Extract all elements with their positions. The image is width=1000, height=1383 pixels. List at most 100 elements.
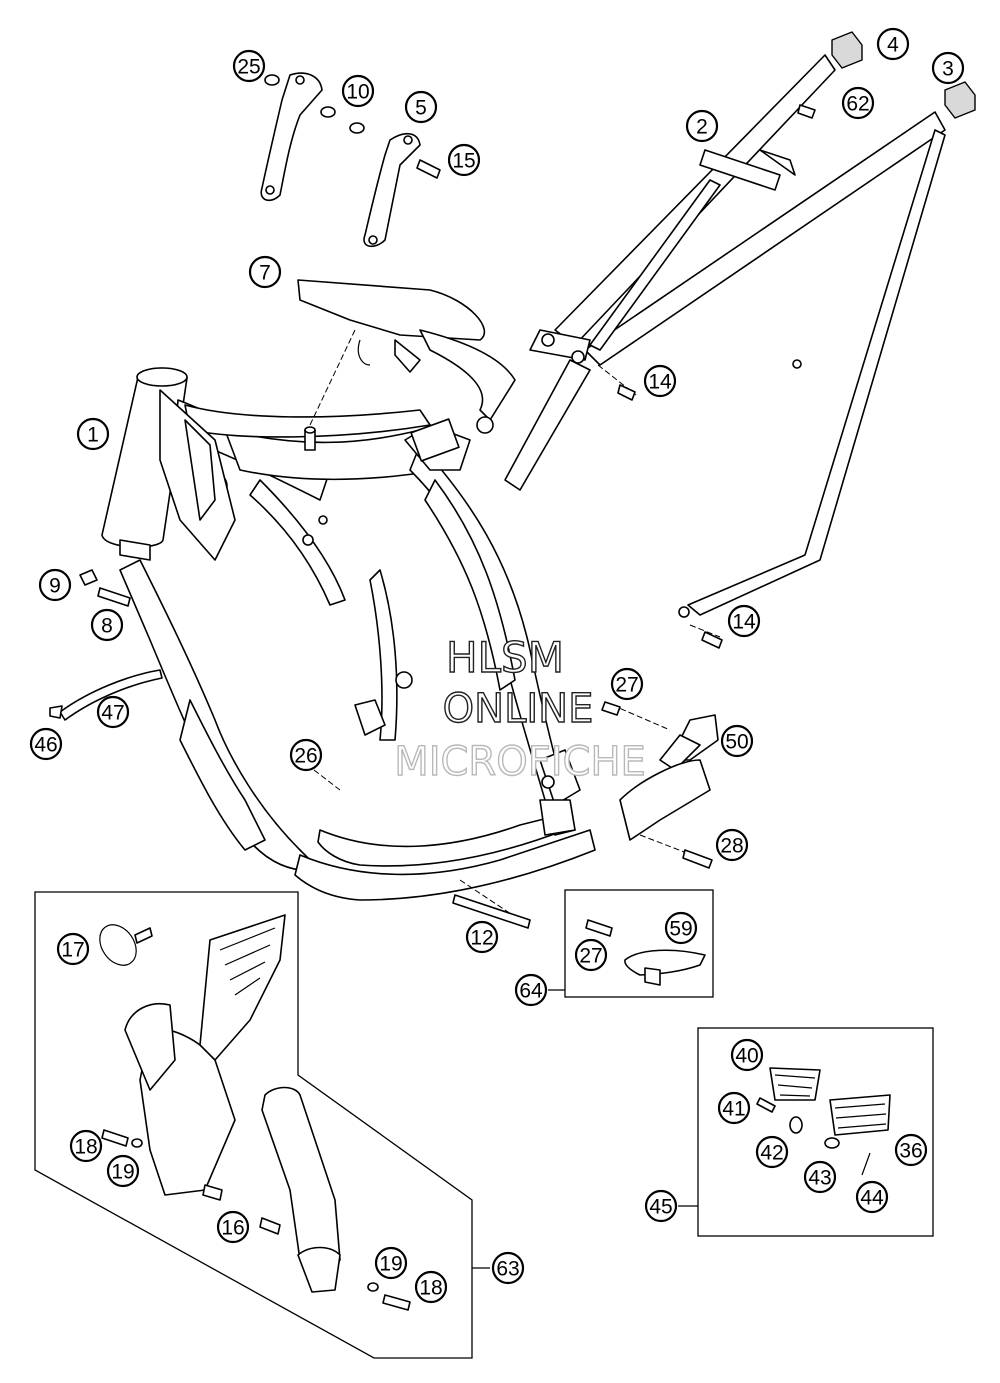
callout-number: 18	[74, 1136, 97, 1159]
callout-circle	[610, 667, 644, 701]
callout-number: 19	[111, 1161, 134, 1184]
bolt-14-upper	[617, 384, 636, 401]
callout-circle	[90, 608, 124, 642]
callout-number: 40	[735, 1045, 758, 1068]
callout-number: 2	[696, 116, 708, 139]
callout-number: 12	[470, 927, 493, 950]
callout-c2: 2	[685, 109, 719, 143]
callout-circle	[447, 143, 481, 177]
callout-number: 16	[221, 1217, 244, 1240]
callout-c42: 42	[755, 1135, 789, 1169]
main-frame	[101, 367, 596, 901]
callout-c26: 26	[289, 738, 323, 772]
callout-circle	[644, 1189, 678, 1223]
callout-c8: 8	[90, 608, 124, 642]
callout-number: 41	[722, 1098, 745, 1121]
callout-circle	[96, 695, 130, 729]
callout-c27a: 27	[610, 667, 644, 701]
callout-c36: 36	[894, 1133, 928, 1167]
callout-c47: 47	[96, 695, 130, 729]
group-box-footrests	[697, 1027, 934, 1237]
callout-circle	[514, 973, 548, 1007]
callout-circle	[894, 1133, 928, 1167]
left-small-parts	[49, 569, 163, 721]
callout-c14b: 14	[727, 604, 761, 638]
callout-number: 4	[887, 34, 899, 57]
callout-layer: 1234578910121414151617181819192526272728…	[29, 27, 965, 1304]
callout-number: 62	[846, 93, 869, 116]
callout-circle	[876, 27, 910, 61]
callout-circle	[404, 90, 438, 124]
callout-number: 63	[496, 1258, 519, 1281]
callout-circle	[931, 51, 965, 85]
callout-circle	[803, 1160, 837, 1194]
callout-number: 17	[61, 939, 84, 962]
callout-number: 14	[732, 611, 756, 634]
callout-number: 45	[649, 1196, 672, 1219]
callout-c18b: 18	[414, 1270, 448, 1304]
callout-circle	[374, 1246, 408, 1280]
callout-c19b: 19	[374, 1246, 408, 1280]
callout-number: 27	[615, 674, 638, 697]
callout-c15: 15	[447, 143, 481, 177]
callout-number: 46	[34, 734, 57, 757]
callout-c10: 10	[341, 74, 375, 108]
callout-c45: 45	[644, 1189, 678, 1223]
callout-c46: 46	[29, 727, 63, 761]
callout-c43: 43	[803, 1160, 837, 1194]
callout-number: 36	[899, 1140, 922, 1163]
callout-c4: 4	[876, 27, 910, 61]
callout-circle	[685, 109, 719, 143]
callout-circle	[715, 828, 749, 862]
callout-number: 59	[669, 918, 692, 941]
callout-number: 10	[346, 81, 369, 104]
callout-number: 28	[720, 835, 743, 858]
callout-circle	[727, 604, 761, 638]
callout-number: 50	[725, 731, 748, 754]
watermark: HLSM ONLINE MICROFICHE	[393, 632, 646, 785]
callout-number: 27	[579, 945, 602, 968]
callout-c5: 5	[404, 90, 438, 124]
frame-protectors	[99, 914, 411, 1311]
callout-c50: 50	[720, 724, 754, 758]
callout-c14a: 14	[643, 364, 677, 398]
bolt-14-lower	[701, 631, 723, 649]
callout-c59: 59	[664, 911, 698, 945]
callout-circle	[56, 932, 90, 966]
callout-circle	[106, 1154, 140, 1188]
callout-circle	[341, 74, 375, 108]
callout-c9: 9	[38, 568, 72, 602]
callout-circle	[216, 1210, 250, 1244]
callout-c63: 63	[491, 1251, 525, 1285]
callout-number: 26	[294, 745, 317, 768]
callout-c17: 17	[56, 932, 90, 966]
callout-number: 15	[452, 150, 475, 173]
callout-circle	[465, 920, 499, 954]
callout-circle	[841, 86, 875, 120]
callout-circle	[720, 724, 754, 758]
callout-number: 14	[648, 371, 672, 394]
callout-c64: 64	[514, 973, 548, 1007]
callout-circle	[491, 1251, 525, 1285]
callout-c1: 1	[76, 417, 110, 451]
top-brackets	[260, 72, 516, 434]
callout-c16: 16	[216, 1210, 250, 1244]
callout-number: 5	[415, 97, 427, 120]
callout-number: 8	[101, 615, 113, 638]
watermark-line2: ONLINE	[443, 686, 594, 732]
callout-c62: 62	[841, 86, 875, 120]
callout-c3: 3	[931, 51, 965, 85]
callout-c27b: 27	[574, 938, 608, 972]
callout-c12: 12	[465, 920, 499, 954]
callout-c28: 28	[715, 828, 749, 862]
callout-c41: 41	[717, 1091, 751, 1125]
callout-number: 19	[379, 1253, 402, 1276]
callout-circle	[643, 364, 677, 398]
callout-circle	[730, 1038, 764, 1072]
callout-circle	[664, 911, 698, 945]
callout-c18a: 18	[69, 1129, 103, 1163]
group-box-frame-protectors	[34, 891, 473, 1359]
callout-circle	[414, 1270, 448, 1304]
callout-c44: 44	[855, 1180, 889, 1214]
callout-circle	[717, 1091, 751, 1125]
